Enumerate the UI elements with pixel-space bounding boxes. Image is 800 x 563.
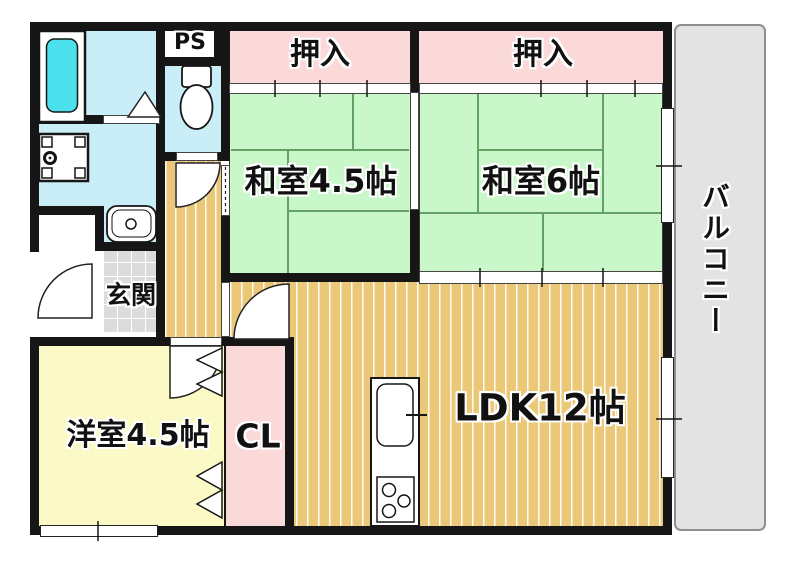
wall-washroom-south bbox=[30, 206, 103, 215]
wall-ps-right bbox=[214, 22, 223, 57]
label-oshiire-left: 押入 bbox=[290, 37, 350, 72]
wall-bath-hall-divider bbox=[156, 22, 165, 346]
hall-washitsu45-slide-door bbox=[221, 165, 230, 216]
wall-hall-right bbox=[221, 216, 230, 282]
wall-bottom bbox=[30, 526, 672, 535]
window-ldk bbox=[661, 357, 674, 478]
wall-entrance-south bbox=[30, 337, 170, 346]
oshiire-left-fusuma bbox=[229, 83, 411, 94]
entrance-doorway-area bbox=[39, 215, 95, 337]
entrance-tile bbox=[103, 251, 157, 333]
oshiire-right-fusuma bbox=[419, 83, 663, 94]
hallway-floor bbox=[165, 161, 221, 337]
washitsu-divider-fusuma bbox=[410, 92, 419, 210]
label-washitsu6: 和室6帖 bbox=[481, 162, 601, 200]
wall-left-lower bbox=[30, 337, 39, 535]
label-yoshitsu: 洋室4.5帖 bbox=[66, 418, 210, 453]
label-washitsu45: 和室4.5帖 bbox=[244, 162, 398, 200]
wall-top bbox=[30, 22, 672, 31]
wall-right bbox=[663, 22, 672, 526]
window-japanese-room-6 bbox=[661, 108, 674, 223]
wall-toilet-south-right bbox=[218, 152, 230, 161]
toilet-floor bbox=[165, 57, 221, 152]
balcony-area bbox=[674, 24, 766, 531]
wall-washbasin-west bbox=[95, 206, 104, 251]
wall-toilet-right bbox=[221, 22, 230, 155]
window-western-room bbox=[40, 525, 158, 537]
label-cl: CL bbox=[235, 416, 281, 456]
wall-oshiire-divider bbox=[410, 22, 419, 92]
wall-bath-south bbox=[30, 115, 103, 124]
closet-oshiire-right bbox=[419, 31, 663, 85]
wall-ps-bottom bbox=[156, 57, 223, 66]
cl-boundary-line bbox=[224, 346, 226, 526]
toilet-door-threshold bbox=[176, 152, 218, 161]
ldk-door-threshold bbox=[221, 282, 230, 337]
bath-door-threshold bbox=[103, 115, 160, 124]
closet-cl-floor bbox=[226, 346, 285, 526]
label-ps: PS bbox=[174, 30, 206, 55]
wall-washbasin-south bbox=[95, 242, 165, 251]
wall-toilet-south-left bbox=[156, 152, 176, 161]
bathroom-floor bbox=[39, 31, 156, 117]
label-genkan: 玄関 bbox=[105, 280, 157, 310]
washitsu6-ldk-fusuma bbox=[419, 271, 663, 284]
wall-cl-top bbox=[222, 337, 294, 346]
bedroom-door-threshold bbox=[170, 337, 222, 346]
ps-floor bbox=[165, 31, 214, 57]
wall-left-upper bbox=[30, 22, 39, 252]
ldk-floor bbox=[230, 282, 663, 526]
closet-oshiire-left bbox=[230, 31, 410, 85]
label-oshiire-right: 押入 bbox=[513, 37, 573, 72]
label-ldk: LDK12帖 bbox=[454, 386, 626, 430]
wall-cl-right bbox=[285, 338, 294, 535]
wall-washitsu45-south bbox=[221, 273, 419, 282]
wall-washitsu-divider-lower bbox=[410, 210, 419, 282]
label-balcony: バルコニー bbox=[698, 182, 731, 337]
